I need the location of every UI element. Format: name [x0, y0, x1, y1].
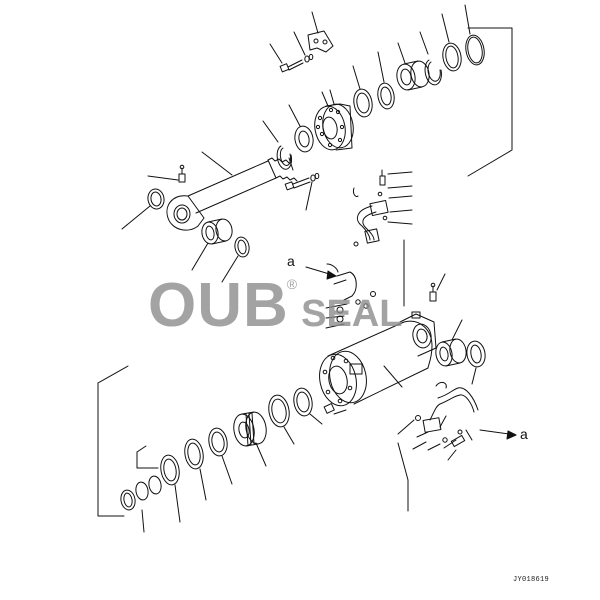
piston-rod — [187, 151, 298, 214]
cylinder-head — [314, 89, 354, 151]
lower-pipe — [397, 381, 479, 461]
tube-bushing-seal — [466, 340, 486, 385]
rod-seal — [288, 104, 314, 153]
tube-bushing — [435, 319, 467, 367]
cylinder-tube — [319, 320, 433, 407]
grease-fitting-tube — [429, 273, 446, 302]
piston-seal-2 — [184, 438, 207, 501]
rod-eye — [166, 195, 205, 231]
rod-eye-seal — [121, 188, 165, 230]
wear-ring-2 — [268, 394, 295, 445]
connection-arrow-lower — [479, 429, 517, 440]
connection-label-upper: a — [287, 253, 295, 269]
cushion-seal-set — [120, 445, 162, 533]
connection-label-lower: a — [520, 426, 528, 442]
wear-ring-1 — [293, 387, 323, 425]
rod-bushing — [191, 218, 233, 271]
pipe-clamp — [325, 241, 376, 329]
backup-ring — [441, 13, 462, 72]
piston — [233, 411, 267, 467]
bolt-head-upper — [269, 31, 314, 73]
seal-ring-upper — [377, 51, 395, 110]
piston-seal-3 — [160, 454, 181, 523]
drawing-code: JY018619 — [513, 576, 550, 584]
upper-leader-frame — [467, 27, 513, 177]
piston-seal-1 — [208, 427, 233, 485]
clamp-bolt-center — [284, 172, 320, 211]
lock-plate — [307, 11, 334, 53]
snap-ring — [419, 31, 442, 86]
set-screw — [323, 403, 347, 415]
upper-pipe — [353, 169, 413, 244]
cylinder-bottom-boss — [399, 311, 437, 357]
connection-arrow-upper — [305, 266, 337, 280]
rod-snap-ring — [262, 120, 293, 170]
o-ring-large — [464, 4, 485, 66]
wiper-seal — [352, 65, 373, 118]
rod-bushing-seal — [221, 236, 250, 283]
bushing-upper — [396, 42, 430, 91]
lower-leader-frame — [97, 239, 409, 517]
grease-fitting-rod — [147, 164, 186, 183]
